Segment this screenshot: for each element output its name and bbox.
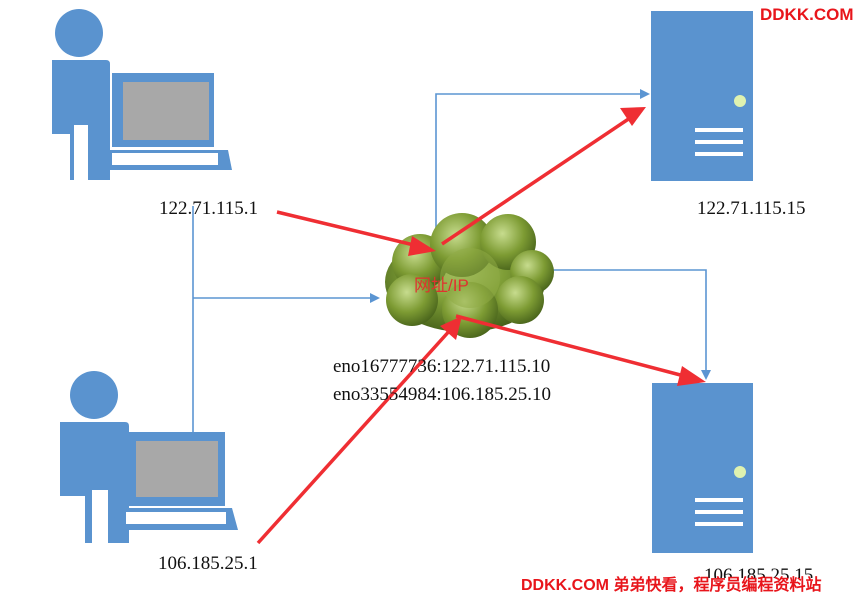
arrow-client-bottom-to-router bbox=[256, 316, 462, 545]
arrow-client-top-to-router bbox=[276, 210, 436, 256]
red-arrows bbox=[256, 107, 706, 545]
router-label: 网址/IP bbox=[414, 276, 469, 295]
client-top-ip: 122.71.115.1 bbox=[159, 198, 259, 219]
watermark-bottom: DDKK.COM 弟弟快看，程序员编程资料站 bbox=[521, 577, 822, 594]
arrow-router-to-server-bottom bbox=[455, 314, 706, 386]
person-body bbox=[60, 422, 129, 543]
link-router-to-server-top bbox=[435, 89, 650, 250]
client-top-icon bbox=[52, 9, 232, 180]
person-head bbox=[70, 371, 118, 419]
link-router-to-server-bottom bbox=[545, 269, 711, 380]
watermark-top: DDKK.COM bbox=[760, 5, 854, 24]
client-bottom-icon bbox=[60, 371, 238, 543]
power-led bbox=[734, 466, 746, 478]
power-led bbox=[734, 95, 746, 107]
blue-links bbox=[192, 89, 711, 432]
server-bottom-icon bbox=[652, 383, 753, 553]
arrow-router-to-server-top bbox=[441, 107, 646, 246]
client-bottom-ip: 106.185.25.1 bbox=[158, 553, 258, 574]
server-top-ip: 122.71.115.15 bbox=[697, 198, 806, 219]
person-body bbox=[52, 60, 110, 180]
server-top-icon bbox=[651, 11, 753, 181]
router-interface-1: eno16777736:122.71.115.10 bbox=[333, 356, 551, 377]
router-interface-2: eno33554984:106.185.25.10 bbox=[333, 384, 551, 405]
router-cloud bbox=[385, 213, 554, 338]
person-head bbox=[55, 9, 103, 57]
